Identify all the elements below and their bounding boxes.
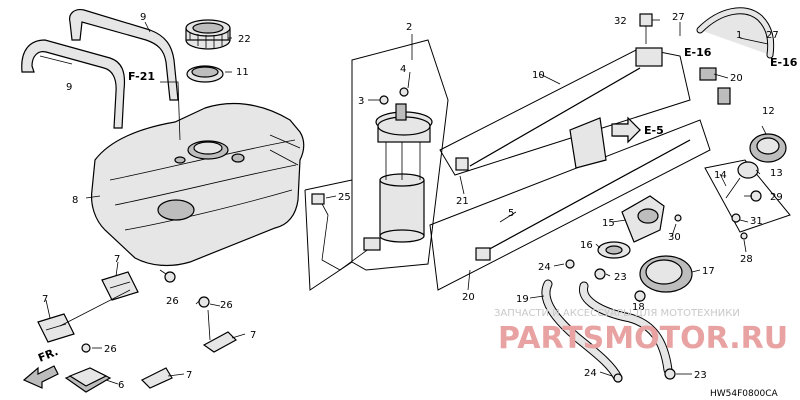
label-9a: 9	[140, 12, 146, 23]
clip-26a	[164, 271, 176, 283]
part-labels: 1 2 3 4 5 6 7 7 7 7 8 9 9 10 11 12 13 14…	[42, 12, 783, 391]
label-26c: 26	[104, 344, 117, 355]
label-10: 10	[532, 70, 545, 81]
cap-box	[704, 159, 791, 233]
label-13: 13	[770, 168, 783, 179]
label-22: 22	[238, 34, 251, 45]
clamp-24a	[565, 259, 575, 269]
label-20b: 20	[462, 292, 475, 303]
label-29: 29	[770, 192, 783, 203]
fuel-hose-5	[429, 119, 711, 291]
bolt-29	[750, 190, 762, 202]
label-19: 19	[516, 294, 529, 305]
label-31: 31	[750, 216, 763, 227]
bolt-28	[740, 232, 748, 240]
tank-strap-right	[69, 9, 179, 101]
diagram-code: HW54F0800CA	[710, 389, 778, 399]
label-26b: 26	[220, 300, 233, 311]
filler-neck-15	[621, 195, 665, 243]
fuel-filter-block	[635, 47, 731, 105]
lock-ring-22	[185, 19, 231, 50]
label-17: 17	[702, 266, 715, 277]
watermark-text: ЗАПЧАСТИ И АКСЕССУАРЫ ДЛЯ МОТОТЕХНИКИ	[494, 308, 740, 319]
rubber-pad-6	[64, 367, 112, 393]
filler-hose-19	[541, 279, 673, 383]
fuel-hose-10	[439, 47, 691, 176]
bolt-31	[731, 213, 741, 223]
fuel-cap-12	[749, 133, 787, 163]
ref-front: FR.	[36, 345, 60, 365]
label-11: 11	[236, 67, 249, 78]
label-27a: 27	[672, 12, 685, 23]
fuel-pump-assembly	[375, 103, 433, 243]
label-27b: 27	[766, 30, 779, 41]
label-12: 12	[762, 106, 775, 117]
front-arrow	[22, 365, 59, 389]
cap-13	[725, 161, 759, 199]
label-20a: 20	[730, 73, 743, 84]
clip-3	[379, 95, 389, 105]
label-7a: 7	[114, 254, 120, 265]
clamp-23b	[664, 368, 676, 380]
label-3: 3	[358, 96, 364, 107]
clip-26c	[81, 343, 91, 353]
leader-lines	[39, 19, 769, 385]
label-21: 21	[456, 196, 469, 207]
label-18: 18	[632, 302, 645, 313]
label-23b: 23	[694, 370, 707, 381]
mount-pad-7d	[140, 367, 173, 389]
label-8: 8	[72, 195, 78, 206]
label-30: 30	[668, 232, 681, 243]
mount-pad-7a	[101, 271, 139, 301]
clamp-24b	[613, 373, 623, 383]
label-32: 32	[614, 16, 627, 27]
valve-32	[639, 13, 653, 44]
label-6: 6	[118, 380, 124, 391]
label-15: 15	[602, 218, 615, 229]
label-14: 14	[714, 170, 727, 181]
mount-pad-7c	[202, 331, 237, 353]
label-23a: 23	[614, 272, 627, 283]
label-2: 2	[406, 22, 412, 33]
mount-pad-7b	[37, 313, 75, 343]
ref-e16b: E-16	[770, 56, 798, 69]
fuel-pump-box	[304, 39, 449, 291]
clip-4	[399, 87, 409, 97]
bolt-30	[674, 214, 682, 222]
watermark-logo: PARTSMOTOR.RU	[498, 321, 788, 356]
label-9b: 9	[66, 82, 72, 93]
label-5: 5	[508, 208, 514, 219]
label-24b: 24	[584, 368, 597, 379]
breather-hose-1	[696, 7, 775, 59]
ref-e16a: E-16	[684, 46, 712, 59]
label-16: 16	[580, 240, 593, 251]
clip-26b	[198, 296, 210, 308]
fuel-tank	[90, 102, 305, 267]
label-7c: 7	[250, 330, 256, 341]
ref-e5: E-5	[644, 124, 664, 137]
ring-16	[597, 241, 631, 259]
tank-strap-left	[21, 39, 126, 129]
label-7d: 7	[186, 370, 192, 381]
label-25: 25	[338, 192, 351, 203]
label-28: 28	[740, 254, 753, 265]
seal-11	[186, 65, 224, 83]
filler-cup-17	[639, 255, 693, 293]
label-7b: 7	[42, 294, 48, 305]
clamp-18	[634, 290, 646, 302]
clamp-23a	[594, 268, 606, 280]
level-sensor-25	[311, 193, 381, 271]
e5-arrow	[611, 116, 641, 144]
label-1: 1	[736, 30, 742, 41]
label-4: 4	[400, 64, 406, 75]
label-24a: 24	[538, 262, 551, 273]
label-26a: 26	[166, 296, 179, 307]
ref-f21: F-21	[128, 70, 155, 83]
